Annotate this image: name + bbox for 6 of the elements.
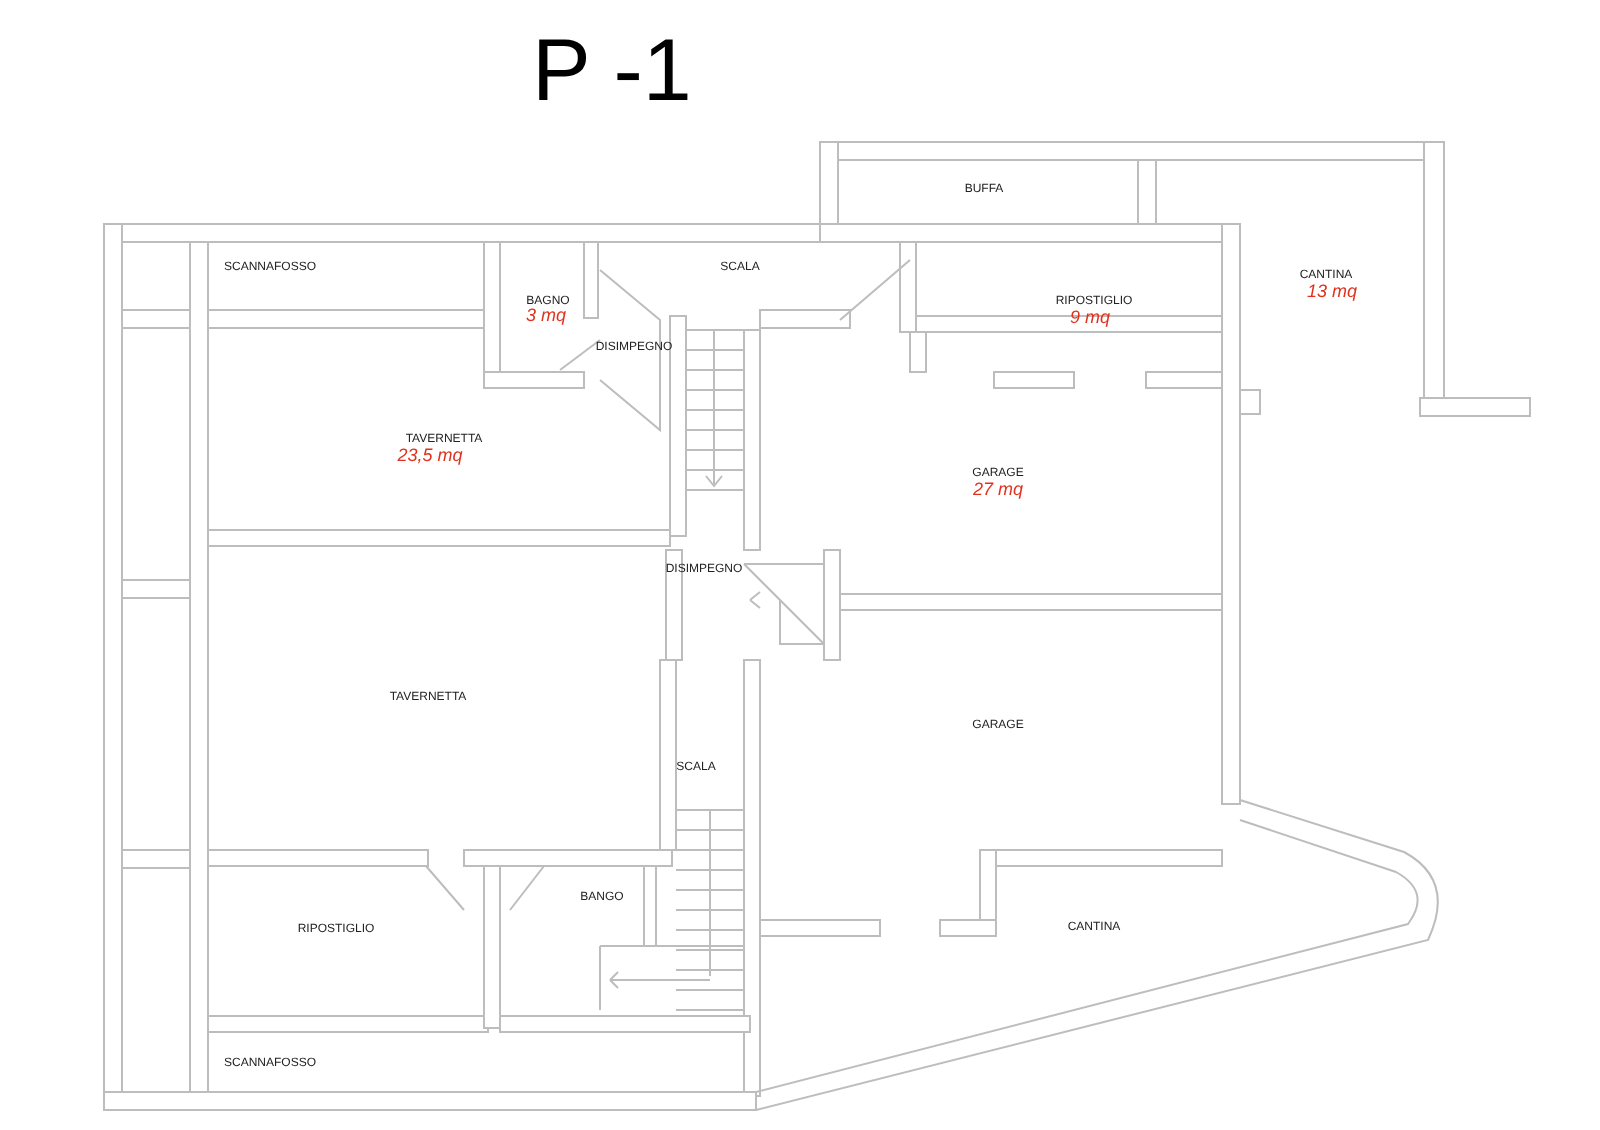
area-label: 27 mq	[973, 481, 1023, 499]
area-label: 3 mq	[526, 307, 566, 325]
area-label: 9 mq	[1070, 309, 1110, 327]
page-title: P -1	[532, 28, 692, 116]
area-label: 23,5 mq	[397, 447, 463, 465]
area-label: 13 mq	[1307, 283, 1357, 301]
